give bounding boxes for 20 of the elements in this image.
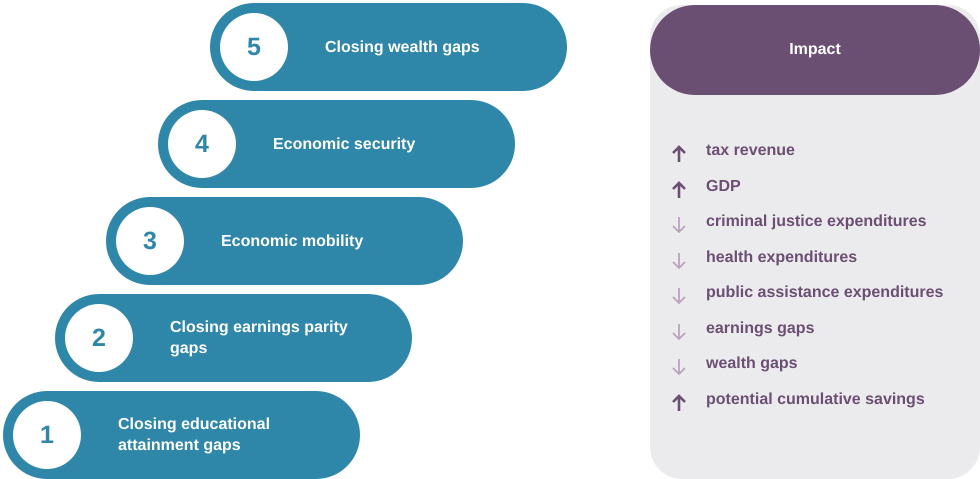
step-label: Economic security <box>273 134 416 154</box>
impact-item: wealth gaps <box>706 355 798 373</box>
impact-item: tax revenue <box>706 142 795 160</box>
step-label: Closing wealth gaps <box>325 38 480 58</box>
step-label: Closing earnings parity gaps <box>170 318 349 359</box>
impact-item: public assistance expenditures <box>706 284 944 302</box>
impact-item: earnings gaps <box>706 320 814 338</box>
step-number: 3 <box>116 207 184 275</box>
panel-heading: Impact <box>650 5 980 95</box>
step-number: 5 <box>220 13 288 81</box>
step-number: 2 <box>65 304 133 372</box>
step-number: 4 <box>168 110 236 178</box>
impact-item: potential cumulative savings <box>706 390 925 408</box>
impact-item: GDP <box>706 178 741 196</box>
step-label: Economic mobility <box>221 232 364 252</box>
impact-item: criminal justice expenditures <box>706 213 927 231</box>
impact-panel <box>650 5 980 479</box>
impact-item: health expenditures <box>706 248 858 266</box>
step-label: Closing educational attainment gaps <box>118 415 272 456</box>
step-number: 1 <box>13 401 81 469</box>
